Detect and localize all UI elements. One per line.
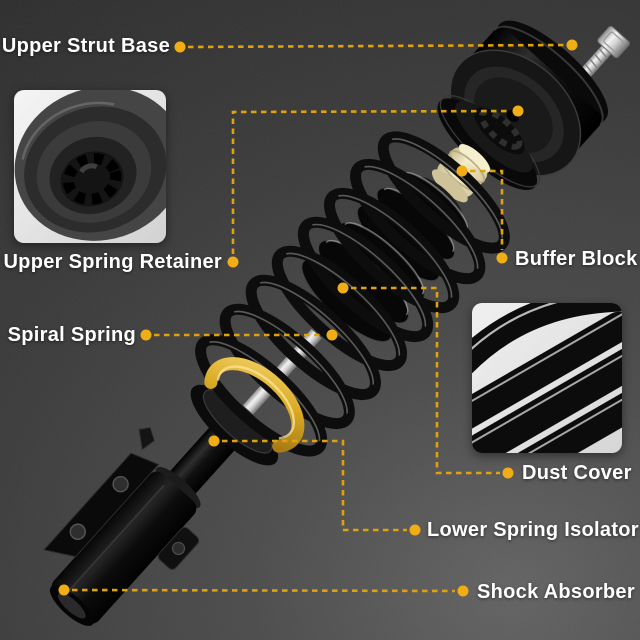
leader-dot (502, 467, 514, 479)
leader-shock-absorber (71, 588, 456, 593)
inset-dust-cover-photo (472, 303, 622, 453)
label-upper-spring-retainer: Upper Spring Retainer (3, 251, 222, 273)
dust-cover-photo-part (472, 303, 622, 453)
label-spiral-spring: Spiral Spring (7, 324, 136, 346)
label-lower-spring-isolator: Lower Spring Isolator (427, 519, 639, 541)
retainer-photo-part (14, 90, 166, 241)
leader-buffer-block (470, 169, 504, 250)
leader-dot (337, 282, 349, 294)
leader-dot (566, 39, 578, 51)
leader-dot (409, 524, 421, 536)
leader-upper-spring-retainer (231, 109, 511, 254)
leader-dot (227, 256, 239, 268)
lower-spring-isolator-part (204, 357, 305, 453)
leader-dot (140, 329, 152, 341)
leader-dot (174, 41, 186, 53)
label-buffer-block: Buffer Block (515, 248, 638, 270)
leader-dust-cover (351, 286, 500, 475)
spiral-spring-part (195, 131, 510, 457)
leader-dot (457, 585, 469, 597)
label-shock-absorber: Shock Absorber (477, 581, 635, 603)
label-dust-cover: Dust Cover (522, 462, 632, 484)
label-upper-strut-base: Upper Strut Base (1, 35, 170, 57)
leader-dot (208, 435, 220, 447)
leader-lower-spring-isolator (222, 439, 407, 532)
leader-dot (496, 252, 508, 264)
leader-dot (326, 329, 338, 341)
leader-upper-strut-base (187, 43, 565, 49)
upper-spring-retainer-part (437, 95, 541, 191)
inset-upper-spring-retainer-photo (14, 90, 166, 243)
spring-seat (190, 384, 279, 466)
leader-dot (58, 584, 70, 596)
leader-dot (512, 105, 524, 117)
leader-dot (456, 165, 468, 177)
